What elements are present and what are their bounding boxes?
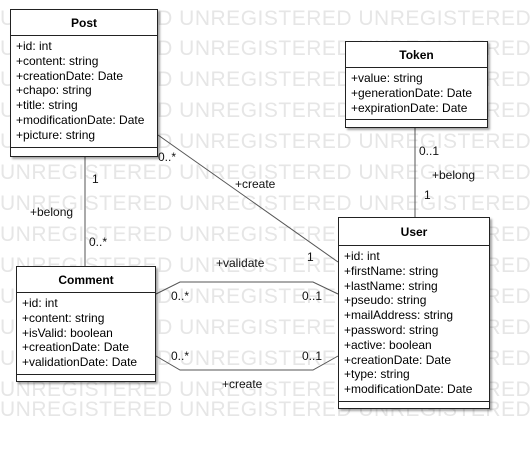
class-comment-attributes: +id: int +content: string +isValid: bool… (17, 293, 155, 375)
multiplicity-label: 0..* (171, 349, 190, 363)
multiplicity-label: 0..1 (302, 289, 323, 303)
class-comment[interactable]: Comment +id: int +content: string +isVal… (16, 266, 156, 382)
attribute: +creationDate: Date (344, 352, 452, 367)
attribute: +type: string (344, 367, 410, 382)
attribute: +firstName: string (344, 263, 439, 278)
association-label: +validate (216, 256, 265, 270)
attribute: +value: string (351, 71, 423, 85)
attribute: +id: int (16, 39, 52, 53)
multiplicity-label: 0..1 (419, 144, 440, 158)
class-post-name: Post (11, 10, 157, 36)
multiplicity-label: 0..* (171, 289, 190, 303)
comment-user-validate-line (155, 281, 339, 295)
class-comment-name: Comment (17, 267, 155, 293)
attribute: +id: int (344, 249, 380, 263)
attribute: +creationDate: Date (16, 68, 124, 83)
attribute: +generationDate: Date (351, 85, 473, 100)
multiplicity-label: 0..* (89, 235, 108, 249)
multiplicity-label: 1 (307, 250, 314, 264)
association-label: +create (235, 177, 276, 191)
association-label: +belong (432, 168, 476, 182)
attribute: +modificationDate: Date (16, 112, 145, 127)
class-user[interactable]: User +id: int +firstName: string +lastNa… (338, 217, 490, 409)
attribute: +pseudo: string (344, 293, 427, 308)
attribute: +creationDate: Date (22, 340, 130, 355)
attribute: +content: string (16, 53, 99, 68)
multiplicity-label: 0..1 (302, 349, 323, 363)
attribute: +content: string (22, 310, 105, 325)
comment-user-create-line (155, 355, 339, 371)
attribute: +lastName: string (344, 278, 438, 293)
class-user-attributes: +id: int +firstName: string +lastName: s… (339, 246, 489, 402)
attribute: +password: string (344, 322, 439, 337)
watermark-text: UNREGISTERED UNREGISTERED UNREGISTERED U… (0, 161, 530, 184)
attribute: +title: string (16, 98, 78, 113)
attribute: +active: boolean (344, 337, 432, 352)
class-post[interactable]: Post +id: int +content: string +creation… (10, 9, 158, 157)
multiplicity-label: 0..* (158, 150, 177, 164)
association-label: +create (222, 377, 263, 391)
class-token-attributes: +value: string +generationDate: Date +ex… (346, 68, 487, 120)
class-token[interactable]: Token +value: string +generationDate: Da… (345, 41, 488, 128)
attribute: +mailAddress: string (344, 308, 454, 323)
attribute: +modificationDate: Date (344, 382, 473, 397)
attribute: +chapo: string (16, 83, 92, 98)
watermark-text: UNREGISTERED UNREGISTERED UNREGISTERED U… (0, 192, 530, 215)
class-user-name: User (339, 218, 489, 246)
attribute: +id: int (22, 296, 58, 310)
attribute: +validationDate: Date (22, 355, 138, 370)
post-user-association-line (157, 134, 339, 263)
attribute: +isValid: boolean (22, 325, 113, 340)
attribute: +expirationDate: Date (351, 100, 468, 115)
multiplicity-label: 1 (424, 188, 431, 202)
attribute: +picture: string (16, 127, 96, 142)
class-post-attributes: +id: int +content: string +creationDate:… (11, 36, 157, 148)
association-label: +belong (30, 205, 74, 219)
multiplicity-label: 1 (92, 172, 99, 186)
class-token-name: Token (346, 42, 487, 68)
